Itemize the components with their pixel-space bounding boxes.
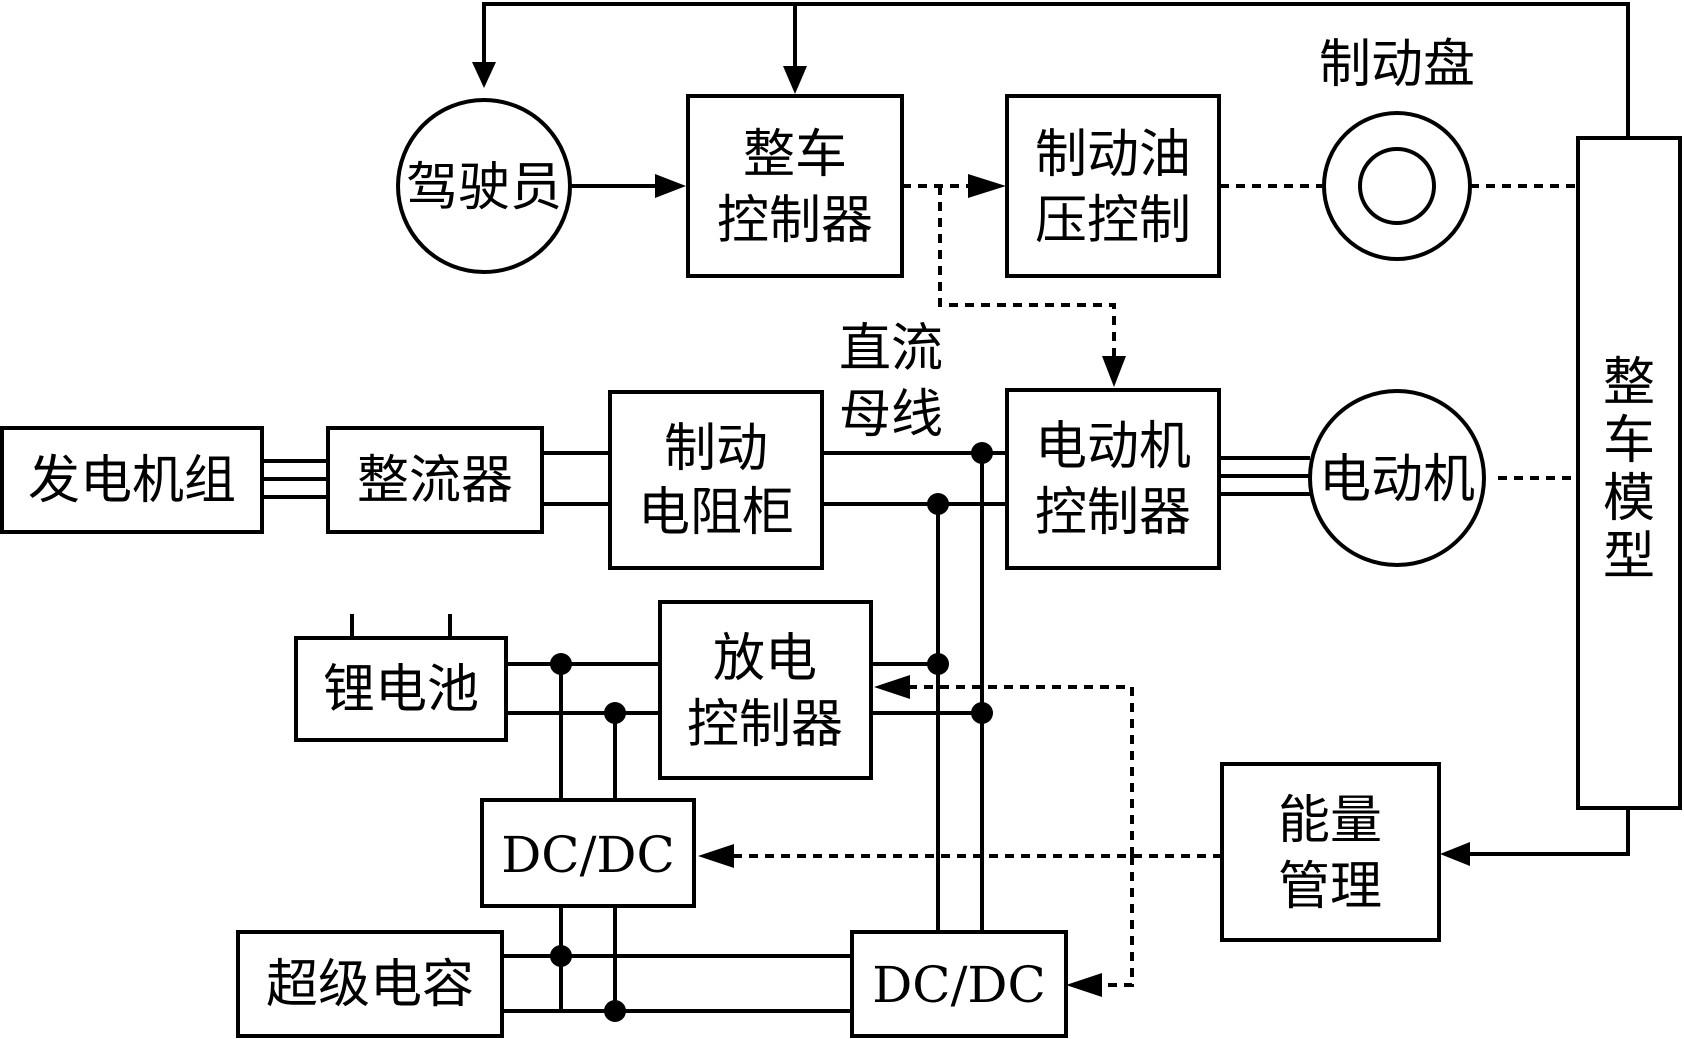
signal-lines — [472, 2, 1630, 866]
vehicle-model-char4: 型 — [1603, 527, 1655, 587]
energy-management-line1: 能量 — [1278, 791, 1382, 851]
discharge-controller-box: 放电 控制器 — [658, 600, 873, 780]
brake-disc-label: 制动盘 — [1319, 35, 1475, 95]
motor-controller-line2: 控制器 — [1035, 483, 1191, 543]
motor-label: 电动机 — [1319, 450, 1475, 510]
brake-resistor-line1: 制动 — [664, 419, 768, 479]
dc-bus-label: 直流 母线 — [839, 319, 943, 445]
vehicle-controller-box: 整车 控制器 — [686, 94, 904, 278]
dcdc-upper-box: DC/DC — [480, 798, 696, 908]
vehicle-controller-line1: 整车 — [743, 125, 847, 185]
energy-management-box: 能量 管理 — [1220, 762, 1441, 942]
vehicle-controller-line2: 控制器 — [717, 191, 873, 251]
brake-hydraulic-line2: 压控制 — [1035, 191, 1191, 251]
rectifier-box: 整流器 — [326, 426, 544, 534]
discharge-controller-line2: 控制器 — [687, 695, 843, 755]
driver-node: 驾驶员 — [396, 98, 572, 274]
brake-disc-node: 制动盘 — [1319, 35, 1475, 261]
supercapacitor-box: 超级电容 — [236, 930, 504, 1038]
brake-hydraulic-control-box: 制动油 压控制 — [1005, 94, 1221, 278]
vehicle-model-char3: 模 — [1603, 469, 1655, 529]
junction-dots — [550, 442, 993, 1022]
motor-node: 电动机 — [1308, 389, 1486, 567]
generator-set-label: 发电机组 — [28, 451, 236, 511]
dashed-control-lines — [698, 174, 1578, 997]
lithium-battery-label: 锂电池 — [323, 660, 479, 720]
energy-management-line2: 管理 — [1278, 857, 1382, 917]
dc-bus-line1: 直流 — [839, 319, 943, 379]
dcdc-upper-label: DC/DC — [501, 826, 675, 884]
lithium-battery-box: 锂电池 — [294, 636, 508, 742]
vehicle-model-char1: 整 — [1603, 353, 1655, 413]
driver-label: 驾驶员 — [406, 158, 562, 218]
dcdc-lower-box: DC/DC — [850, 930, 1068, 1038]
motor-controller-box: 电动机 控制器 — [1005, 388, 1221, 570]
rectifier-label: 整流器 — [357, 451, 513, 511]
brake-resistor-cabinet-box: 制动 电阻柜 — [608, 390, 824, 570]
dc-bus-line2: 母线 — [839, 385, 943, 445]
dcdc-lower-label: DC/DC — [872, 956, 1046, 1014]
motor-controller-line1: 电动机 — [1035, 417, 1191, 477]
generator-set-box: 发电机组 — [0, 426, 264, 534]
brake-hydraulic-line1: 制动油 — [1035, 125, 1191, 185]
brake-resistor-line2: 电阻柜 — [638, 483, 794, 543]
vehicle-model-char2: 车 — [1603, 411, 1655, 471]
vehicle-model-box: 整 车 模 型 — [1576, 136, 1682, 810]
discharge-controller-line1: 放电 — [713, 629, 817, 689]
supercapacitor-label: 超级电容 — [266, 955, 474, 1015]
